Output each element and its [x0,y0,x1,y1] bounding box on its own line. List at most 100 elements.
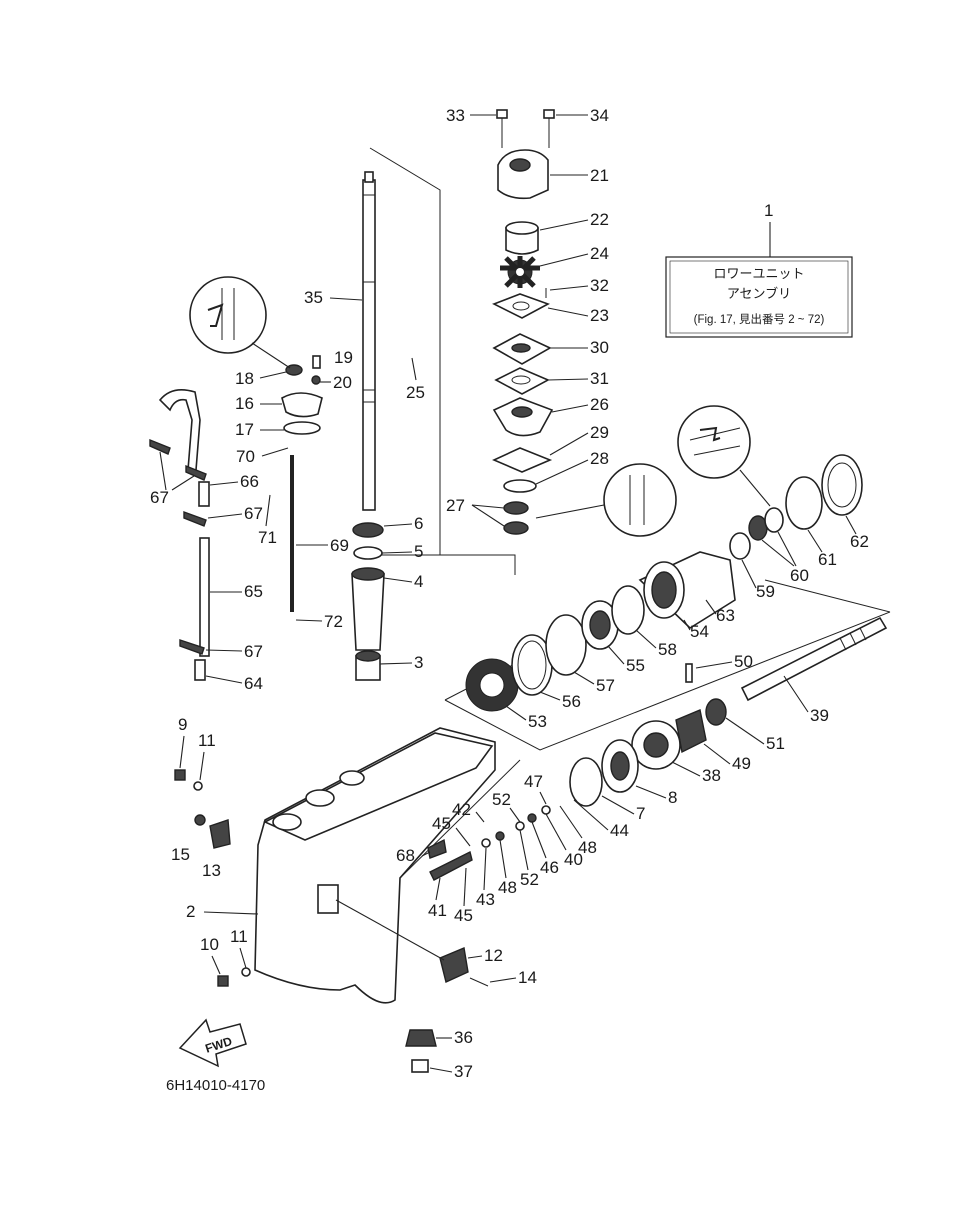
assembly-title-line3: (Fig. 17, 見出番号 2 ~ 72) [694,312,825,326]
callout-27: 27 [446,496,465,515]
callout-31: 31 [590,369,609,388]
lower-casing-2 [254,727,521,1004]
callout-15: 15 [171,845,190,864]
callout-labels: 33 34 21 22 24 32 23 30 31 26 29 28 27 3… [150,106,869,1081]
impeller-24 [500,256,540,288]
callout-32: 32 [590,276,609,295]
callout-22: 22 [590,210,609,229]
callout-7: 7 [636,804,645,823]
callout-67b: 67 [244,504,263,523]
callout-5: 5 [414,542,423,561]
water-pump-assembly [492,109,555,535]
callout-38: 38 [702,766,721,785]
callout-21: 21 [590,166,609,185]
bolt-34 [543,109,555,119]
callout-20: 20 [333,373,352,392]
callout-12: 12 [484,946,503,965]
assembly-title-line1: ロワーユニット [713,266,804,281]
callout-57: 57 [596,676,615,695]
callout-67a: 67 [150,488,169,507]
oil-seal-27a [503,501,529,515]
pump-housing-21 [497,149,549,200]
callout-48b: 48 [498,878,517,897]
callout-52a: 52 [492,790,511,809]
callout-11b: 11 [230,927,248,946]
oil-seal-27b [503,521,529,535]
callout-13: 13 [202,861,221,880]
callout-70: 70 [236,447,255,466]
callout-24: 24 [590,244,609,263]
callout-17: 17 [235,420,254,439]
callout-19: 19 [334,348,353,367]
detail-circles [189,276,771,537]
assembly-box: 1 ロワーユニット アセンブリ (Fig. 17, 見出番号 2 ~ 72) [665,201,853,338]
sleeve-stack [351,522,385,681]
callout-45a: 45 [432,814,451,833]
callout-66: 66 [240,472,259,491]
shift-linkage [149,355,323,681]
callout-6: 6 [414,514,423,533]
callout-55: 55 [626,656,645,675]
callout-64: 64 [244,674,263,693]
callout-4: 4 [414,572,423,591]
callout-48a: 48 [578,838,597,857]
callout-26: 26 [590,395,609,414]
callout-50: 50 [734,652,753,671]
callout-40: 40 [564,850,583,869]
callout-2: 2 [186,902,195,921]
callout-34: 34 [590,106,609,125]
callout-44: 44 [610,821,629,840]
callout-25: 25 [406,383,425,402]
callout-54: 54 [690,622,709,641]
callout-33: 33 [446,106,465,125]
callout-46: 46 [540,858,559,877]
o-ring-28 [503,479,537,493]
callout-65: 65 [244,582,263,601]
callout-16: 16 [235,394,254,413]
callout-49: 49 [732,754,751,773]
callout-51: 51 [766,734,785,753]
callout-43: 43 [476,890,495,909]
callout-61: 61 [818,550,837,569]
callout-11a: 11 [198,731,216,750]
figure-code: 6H14010-4170 [166,1077,265,1094]
callout-60: 60 [790,566,809,585]
callout-41: 41 [428,901,447,920]
callout-53: 53 [528,712,547,731]
callout-45b: 45 [454,906,473,925]
callout-30: 30 [590,338,609,357]
gasket-29 [492,447,553,473]
callout-3: 3 [414,653,423,672]
callout-47: 47 [524,772,543,791]
rod-65 [199,537,210,657]
callout-8: 8 [668,788,677,807]
drive-shaft-35 [362,171,376,511]
callout-67c: 67 [244,642,263,661]
callout-68: 68 [396,846,415,865]
assembly-title-line2: アセンブリ [727,286,791,301]
callout-23: 23 [590,306,609,325]
callout-36: 36 [454,1028,473,1047]
insert-cartridge-22 [505,227,539,255]
gear-housing-parts [174,454,888,1073]
callout-18: 18 [235,369,254,388]
callout-29: 29 [590,423,609,442]
bolt-33 [496,109,508,119]
callout-63: 63 [716,606,735,625]
callout-58: 58 [658,640,677,659]
callout-10: 10 [200,935,219,954]
callout-71: 71 [258,528,277,547]
callout-35: 35 [304,288,323,307]
callout-37: 37 [454,1062,473,1081]
callout-52b: 52 [520,870,539,889]
callout-28: 28 [590,449,609,468]
callout-69: 69 [330,536,349,555]
callout-9: 9 [178,715,187,734]
callout-39: 39 [810,706,829,725]
callout-62: 62 [850,532,869,551]
fwd-arrow: FWD [178,1018,247,1068]
callout-42: 42 [452,800,471,819]
callout-59: 59 [756,582,775,601]
